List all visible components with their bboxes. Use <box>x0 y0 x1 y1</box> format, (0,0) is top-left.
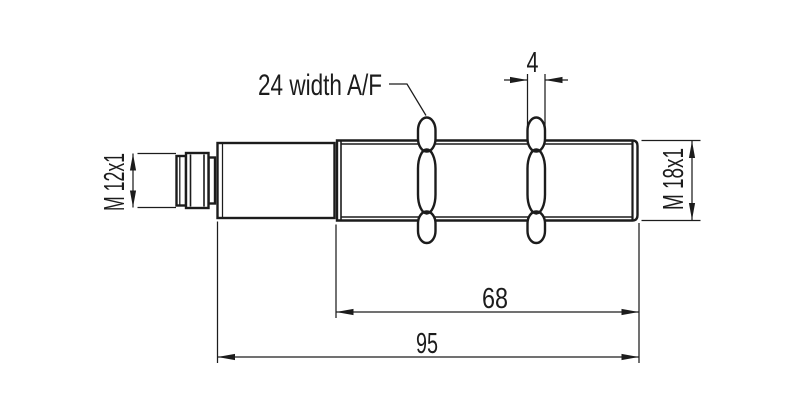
dim-label-68: 68 <box>482 283 508 315</box>
arrowhead <box>621 308 639 316</box>
housing-body <box>216 141 336 220</box>
arrowhead <box>688 203 696 220</box>
arrowhead <box>129 153 137 171</box>
nut-middle-facet <box>527 149 545 214</box>
nut-top-facet <box>418 117 436 152</box>
nut-bottom-facet-outline <box>526 210 547 245</box>
sensor-housing <box>216 141 336 220</box>
m12-connector <box>175 151 217 210</box>
nut-middle-facet-outline <box>526 148 547 215</box>
dim-95: 95 <box>216 221 639 363</box>
nut-bottom-facet-outline <box>416 210 437 245</box>
nut-middle-facet-outline <box>416 148 437 215</box>
dim-m12: M 12x1 <box>99 152 176 211</box>
dim-label-m12: M 12x1 <box>99 153 131 211</box>
dim-label-m18: M 18x1 <box>658 148 690 210</box>
leader-label-24-af: 24 width A/F <box>258 69 382 102</box>
arrowhead <box>688 141 696 158</box>
dim-label-95: 95 <box>416 328 438 360</box>
arrowhead <box>217 353 235 361</box>
arrowhead <box>510 76 528 84</box>
arrowhead <box>336 308 354 316</box>
connector-collar <box>175 154 188 207</box>
arrowhead <box>129 190 137 208</box>
nut-top-facet-outline <box>416 116 437 153</box>
nut-bottom-facet <box>527 211 545 243</box>
nut-top-facet-outline <box>526 116 547 153</box>
dim-4: 4 <box>504 47 568 84</box>
arrowhead <box>621 353 639 361</box>
arrowhead <box>545 76 563 84</box>
nut-middle-facet <box>418 149 436 214</box>
nut-bottom-facet <box>418 211 436 243</box>
hex-nut-front <box>416 116 437 245</box>
dim-m18: M 18x1 <box>641 139 701 222</box>
leader-line <box>389 83 427 116</box>
dim-label-4: 4 <box>527 47 539 79</box>
nut-top-facet <box>527 117 545 152</box>
hex-nut-rear <box>526 116 547 245</box>
connector-thread-barrel <box>184 151 210 210</box>
threaded-barrel <box>335 139 639 222</box>
barrel-outline <box>335 139 639 222</box>
dim-68: 68 <box>335 223 640 363</box>
